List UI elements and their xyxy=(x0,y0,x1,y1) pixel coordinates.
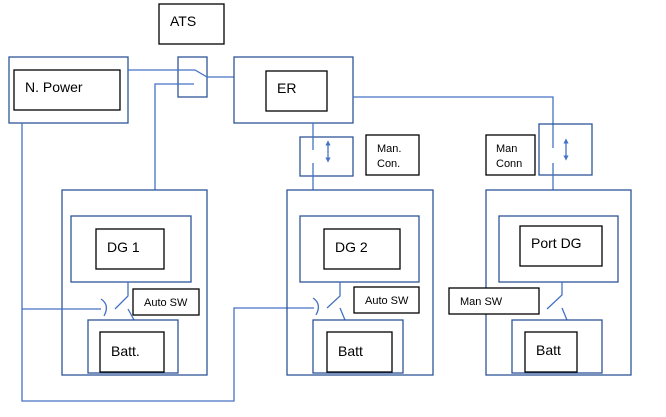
batt-2-box xyxy=(326,331,393,373)
dg2-switch-stub xyxy=(339,307,346,321)
port-switch xyxy=(546,282,563,310)
dg2-outer-box xyxy=(299,215,420,283)
batt-2-outer-box xyxy=(312,319,404,374)
man-conn-switch-box xyxy=(538,123,593,176)
man-conn-label-line2: Conn xyxy=(496,158,522,170)
er-box xyxy=(265,70,328,112)
man-con-switch-box xyxy=(299,136,354,177)
batt-1-label: Batt. xyxy=(111,343,140,359)
dg1-switch-stub xyxy=(127,308,135,321)
er-outer-box xyxy=(233,56,354,124)
dg1-box xyxy=(95,228,165,270)
batt-port-outer-box xyxy=(511,319,603,374)
auto-sw-2-label: Auto SW xyxy=(365,295,409,307)
port-switch-stub xyxy=(561,307,568,321)
dg2-contact xyxy=(312,297,320,316)
man-conn-label-line1: Man xyxy=(496,143,517,155)
dg1-section-box xyxy=(61,189,208,376)
ats-label: ATS xyxy=(170,13,196,29)
man-conn-label-box xyxy=(485,134,536,176)
er-label: ER xyxy=(277,80,296,96)
auto-sw-1-label: Auto SW xyxy=(144,297,188,309)
man-sw-label: Man SW xyxy=(460,296,503,308)
man-con-label-line2: Con. xyxy=(377,158,400,170)
auto-sw-1-box xyxy=(132,288,200,316)
auto-sw-2-box xyxy=(353,286,420,314)
port-dg-label: Port DG xyxy=(531,235,582,251)
batt-2-label: Batt xyxy=(338,343,363,359)
ats-switch-box xyxy=(177,56,208,98)
dg1-outer-box xyxy=(70,215,192,283)
normal-power-wire xyxy=(128,69,234,78)
ats-label-box xyxy=(158,3,225,45)
dg1-to-ats-wire xyxy=(154,83,194,190)
dg1-contact xyxy=(100,298,108,317)
batt-port-label: Batt xyxy=(536,342,561,358)
dg2-switch xyxy=(326,282,341,309)
batt-1-outer-box xyxy=(87,319,179,374)
normal-power-feed-wire xyxy=(21,123,314,402)
dg2-section-box xyxy=(286,189,434,376)
dg1-label: DG 1 xyxy=(107,239,140,255)
dg2-box xyxy=(323,228,401,270)
man-con-label-line1: Man. xyxy=(377,143,401,155)
port-dg-box xyxy=(519,225,603,267)
port-section-box xyxy=(485,189,632,376)
dg2-label: DG 2 xyxy=(335,239,368,255)
normal-power-outer-box xyxy=(8,56,129,124)
batt-port-box xyxy=(524,331,578,373)
dg1-switch xyxy=(114,282,129,310)
man-con-label-box xyxy=(365,134,420,176)
normal-power-box xyxy=(13,69,121,111)
batt-1-box xyxy=(99,331,165,373)
man-sw-box xyxy=(448,287,540,315)
normal-power-label: N. Power xyxy=(25,79,83,95)
port-dg-outer-box xyxy=(498,215,619,283)
er-to-port-wire xyxy=(353,96,554,148)
